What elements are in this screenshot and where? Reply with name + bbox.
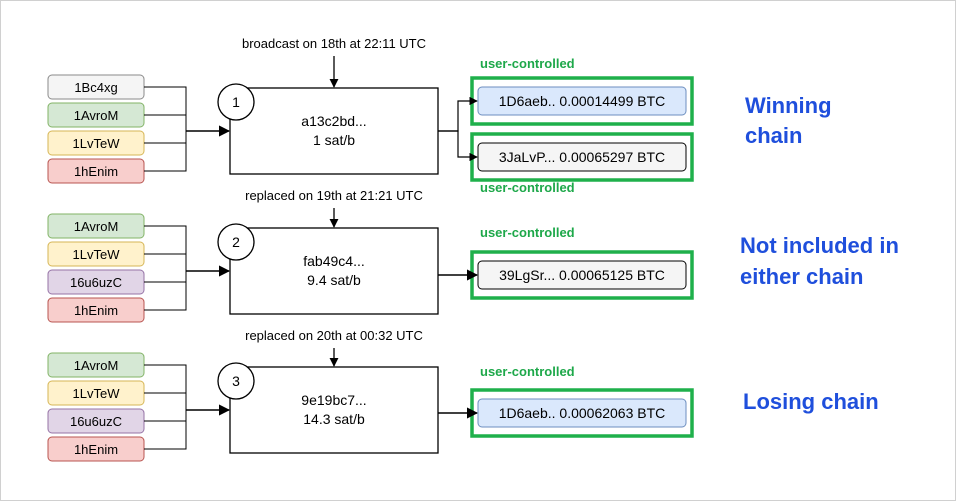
input-connector — [144, 410, 187, 450]
event-label: broadcast on 18th at 22:11 UTC — [242, 36, 426, 51]
input-label: 16u6uzC — [70, 275, 122, 290]
input-label: 1Bc4xg — [74, 80, 117, 95]
transaction-number: 2 — [232, 234, 240, 250]
input-connector — [144, 131, 187, 172]
input-label: 1hEnim — [74, 164, 118, 179]
event-label: replaced on 19th at 21:21 UTC — [245, 188, 423, 203]
transaction-box — [229, 227, 439, 315]
transaction-id: a13c2bd... — [301, 113, 366, 129]
input-label: 16u6uzC — [70, 414, 122, 429]
input-label: 1hEnim — [74, 442, 118, 457]
chain-annotation: either chain — [740, 264, 863, 289]
output-label: 1D6aeb.. 0.00062063 BTC — [499, 405, 666, 421]
event-label: replaced on 20th at 00:32 UTC — [245, 328, 423, 343]
input-label: 1LvTeW — [73, 247, 121, 262]
transaction-feerate: 9.4 sat/b — [307, 272, 361, 288]
input-connector — [144, 253, 187, 271]
input-label: 1LvTeW — [73, 136, 121, 151]
transaction-number-circle — [217, 83, 255, 121]
output-arrow — [438, 130, 478, 162]
transaction-feerate: 1 sat/b — [313, 132, 355, 148]
chain-annotation: chain — [745, 123, 802, 148]
transaction-number-circle — [217, 362, 255, 400]
transaction-number-circle — [217, 223, 255, 261]
user-controlled-tag: user-controlled — [480, 56, 575, 71]
input-connector — [144, 392, 187, 410]
output-box — [477, 142, 687, 172]
output-label: 1D6aeb.. 0.00014499 BTC — [499, 93, 666, 109]
chain-annotation: Losing chain — [743, 389, 879, 414]
transaction-box — [229, 87, 439, 175]
user-controlled-tag: user-controlled — [480, 180, 575, 195]
input-label: 1hEnim — [74, 303, 118, 318]
input-label: 1AvroM — [74, 108, 119, 123]
user-controlled-tag: user-controlled — [480, 364, 575, 379]
input-label: 1LvTeW — [73, 386, 121, 401]
input-label: 1AvroM — [74, 219, 119, 234]
output-label: 3JaLvP... 0.00065297 BTC — [499, 149, 665, 165]
input-label: 1AvroM — [74, 358, 119, 373]
transaction-number: 1 — [232, 94, 240, 110]
transaction-number: 3 — [232, 373, 240, 389]
output-box — [477, 86, 687, 116]
user-controlled-tag: user-controlled — [480, 225, 575, 240]
input-connector — [144, 271, 187, 311]
chain-annotation: Winning — [745, 93, 832, 118]
transaction-id: fab49c4... — [303, 253, 365, 269]
transaction-box — [229, 366, 439, 454]
chain-annotation: Not included in — [740, 233, 899, 258]
transaction-id: 9e19bc7... — [301, 392, 366, 408]
transaction-feerate: 14.3 sat/b — [303, 411, 365, 427]
output-label: 39LgSr... 0.00065125 BTC — [499, 267, 665, 283]
input-connector — [144, 114, 187, 131]
